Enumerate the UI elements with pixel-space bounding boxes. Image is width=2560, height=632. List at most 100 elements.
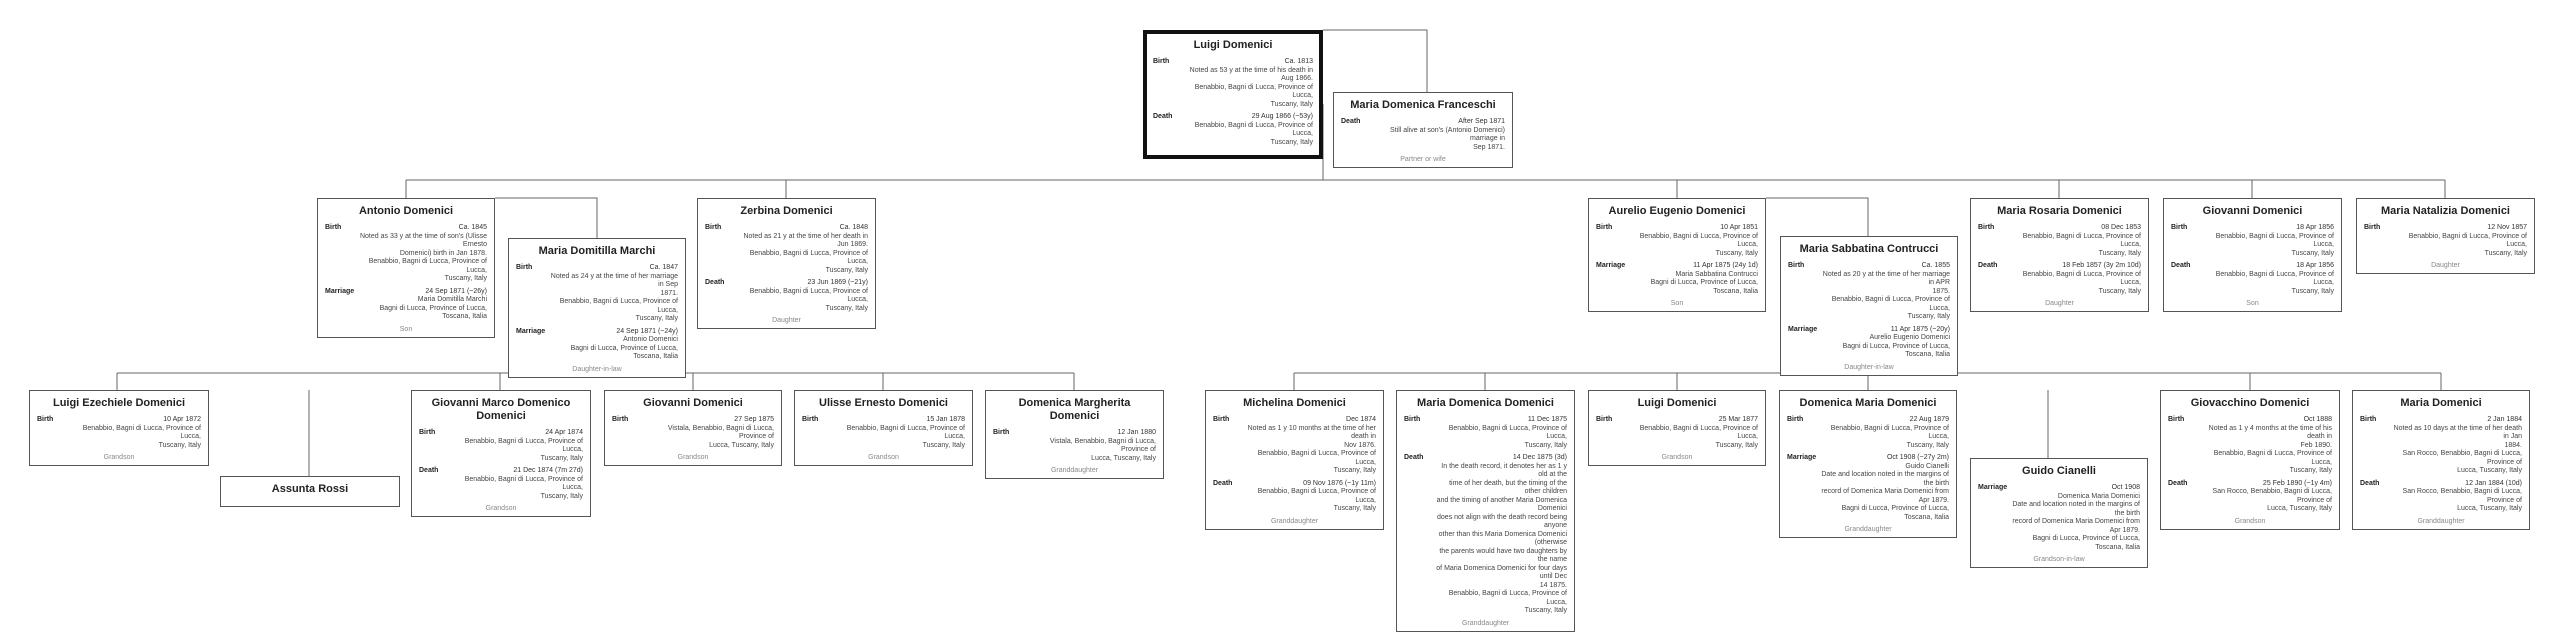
event-date: 15 Jan 1878 xyxy=(926,416,965,423)
event-note-line: does not align with the death record bei… xyxy=(1437,513,1567,530)
person-name: Domenica Margherita Domenici xyxy=(1018,397,1131,422)
event-date: 21 Dec 1874 (7m 27d) xyxy=(513,467,583,474)
person-name: Giovanni Marco Domenico Domenici xyxy=(431,397,571,422)
event-note-line: other than this Maria Domenica Domenici … xyxy=(1438,530,1567,547)
event-note-line: Tuscany, Italy xyxy=(825,266,868,274)
event-note-line: Noted as 20 y at the time of her marriag… xyxy=(1822,270,1950,287)
event-date: 24 Sep 1871 (~24y) xyxy=(616,327,678,335)
event-note-line: Tuscany, Italy xyxy=(444,275,487,282)
event-note-line: Benabbio, Bagni di Lucca, Province of Lu… xyxy=(368,258,487,274)
event-note-line: Bagni di Lucca, Province of Lucca, Tosca… xyxy=(1650,279,1758,295)
event-date: Oct 1908 (~27y 2m) xyxy=(1886,454,1949,461)
person-name: Maria Domenica Domenici xyxy=(1417,397,1554,409)
event-note-line: Benabbio, Bagni di Lucca, Province of Lu… xyxy=(2213,450,2332,466)
event-note-line: Tuscany, Italy xyxy=(2098,287,2141,295)
event-label: Birth xyxy=(2171,224,2188,231)
event-date: Ca. 1813 xyxy=(1284,58,1313,65)
event-note-line: 1884. xyxy=(2504,441,2522,449)
event-note-line: Tuscany, Italy xyxy=(2484,249,2527,257)
event-note-line: San Rocco, Benabbio, Bagni di Lucca, Pro… xyxy=(2402,488,2522,504)
event-label: Birth xyxy=(1788,262,1805,269)
person-name: Luigi Domenici xyxy=(1637,397,1717,409)
person-name: Assunta Rossi xyxy=(271,483,349,495)
event-note-line: 1871. xyxy=(660,289,678,297)
event-note-line: Bagni di Lucca, Province of Lucca, Tosca… xyxy=(1842,342,1950,359)
relation-label: Partner or wife xyxy=(1400,156,1446,163)
event-date: Ca. 1855 xyxy=(1921,262,1950,269)
relation-label: Granddaughter xyxy=(1461,619,1510,627)
event-label: Birth xyxy=(1596,224,1613,231)
event-label: Birth xyxy=(419,429,436,436)
relation-label: Son xyxy=(1670,300,1684,307)
event-details: 11 Apr 1875 (24y 1d)Maria Sabbatina Cont… xyxy=(1628,262,1758,296)
person-name: Antonio Domenici xyxy=(358,205,454,217)
event-label: Birth xyxy=(37,416,54,423)
event-note-line: Date and location noted in the margins o… xyxy=(2012,501,2140,517)
event-label: Death xyxy=(705,279,725,286)
event-date: 10 Apr 1872 xyxy=(163,416,201,423)
event-note-line: of Maria Domenica Domenici for four days… xyxy=(1436,564,1567,581)
event-note-line: Noted as 1 y 10 months at the time of he… xyxy=(1247,424,1376,441)
event-note-line: Benabbio, Bagni di Lucca, Province of Lu… xyxy=(846,424,965,441)
event-date: 24 Apr 1874 xyxy=(545,429,583,436)
event-date: 14 Dec 1875 (3d) xyxy=(1512,454,1567,461)
event-date: 27 Sep 1875 xyxy=(734,416,774,423)
event-note-line: Tuscany, Italy xyxy=(1906,441,1949,449)
event-label: Birth xyxy=(612,416,629,423)
event-note-line: Tuscany, Italy xyxy=(1715,249,1758,257)
relation-label: Granddaughter xyxy=(1270,517,1319,525)
event-note-line: Tuscany, Italy xyxy=(1524,607,1567,614)
person-card-assunta-rossi[interactable]: Assunta Rossi xyxy=(220,476,400,507)
event-note-line: Benabbio, Bagni di Lucca, Province of Lu… xyxy=(464,475,583,492)
event-date: Ca. 1848 xyxy=(839,224,868,231)
event-note-line: Benabbio, Bagni di Lucca, Province of Lu… xyxy=(2408,232,2527,249)
event-note-line: Benabbio, Bagni di Lucca, Province of Lu… xyxy=(2215,232,2334,249)
event-note-line: Tuscany, Italy xyxy=(825,304,868,312)
relation-label: Granddaughter xyxy=(2417,517,2465,525)
event-note-line: Domenica Maria Domenici xyxy=(2057,492,2140,500)
event-note-line: Tuscany, Italy xyxy=(1524,441,1567,449)
event-note-line: Feb 1890. xyxy=(2300,441,2332,449)
